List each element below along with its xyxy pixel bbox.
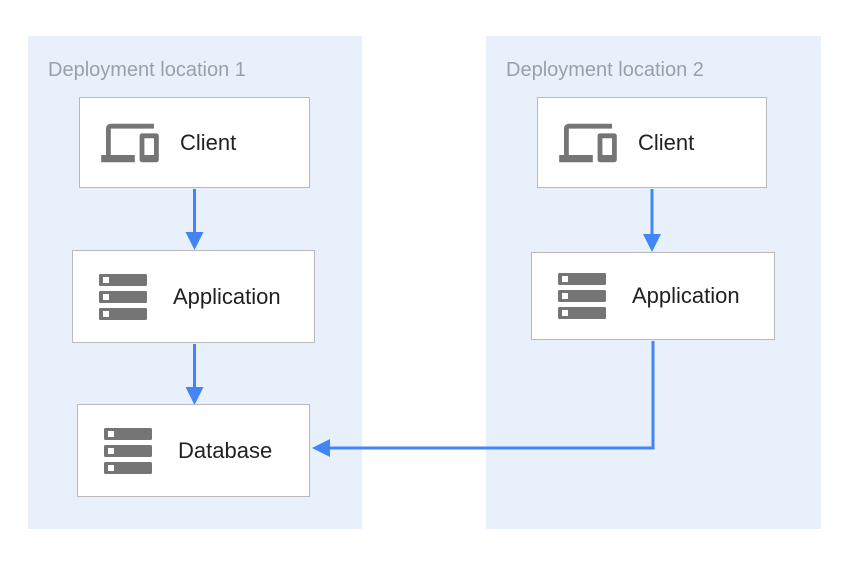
node-application-2: Application — [531, 252, 775, 340]
node-label: Database — [178, 437, 273, 463]
zone-label-deployment-location-2: Deployment location 2 — [506, 59, 704, 81]
server-stack-icon — [552, 271, 612, 321]
server-stack-icon — [93, 272, 153, 322]
node-label: Client — [638, 129, 695, 155]
zone-label-deployment-location-1: Deployment location 1 — [48, 59, 246, 81]
node-label: Application — [173, 283, 281, 309]
node-label: Client — [180, 129, 237, 155]
client-devices-icon — [100, 118, 160, 168]
node-label: Application — [632, 283, 740, 308]
node-application-1: Application — [72, 250, 315, 343]
server-stack-icon — [98, 426, 158, 476]
node-database-1: Database — [77, 404, 310, 497]
node-client-1: Client — [79, 97, 310, 188]
client-devices-icon — [558, 118, 618, 168]
node-client-2: Client — [537, 97, 767, 188]
